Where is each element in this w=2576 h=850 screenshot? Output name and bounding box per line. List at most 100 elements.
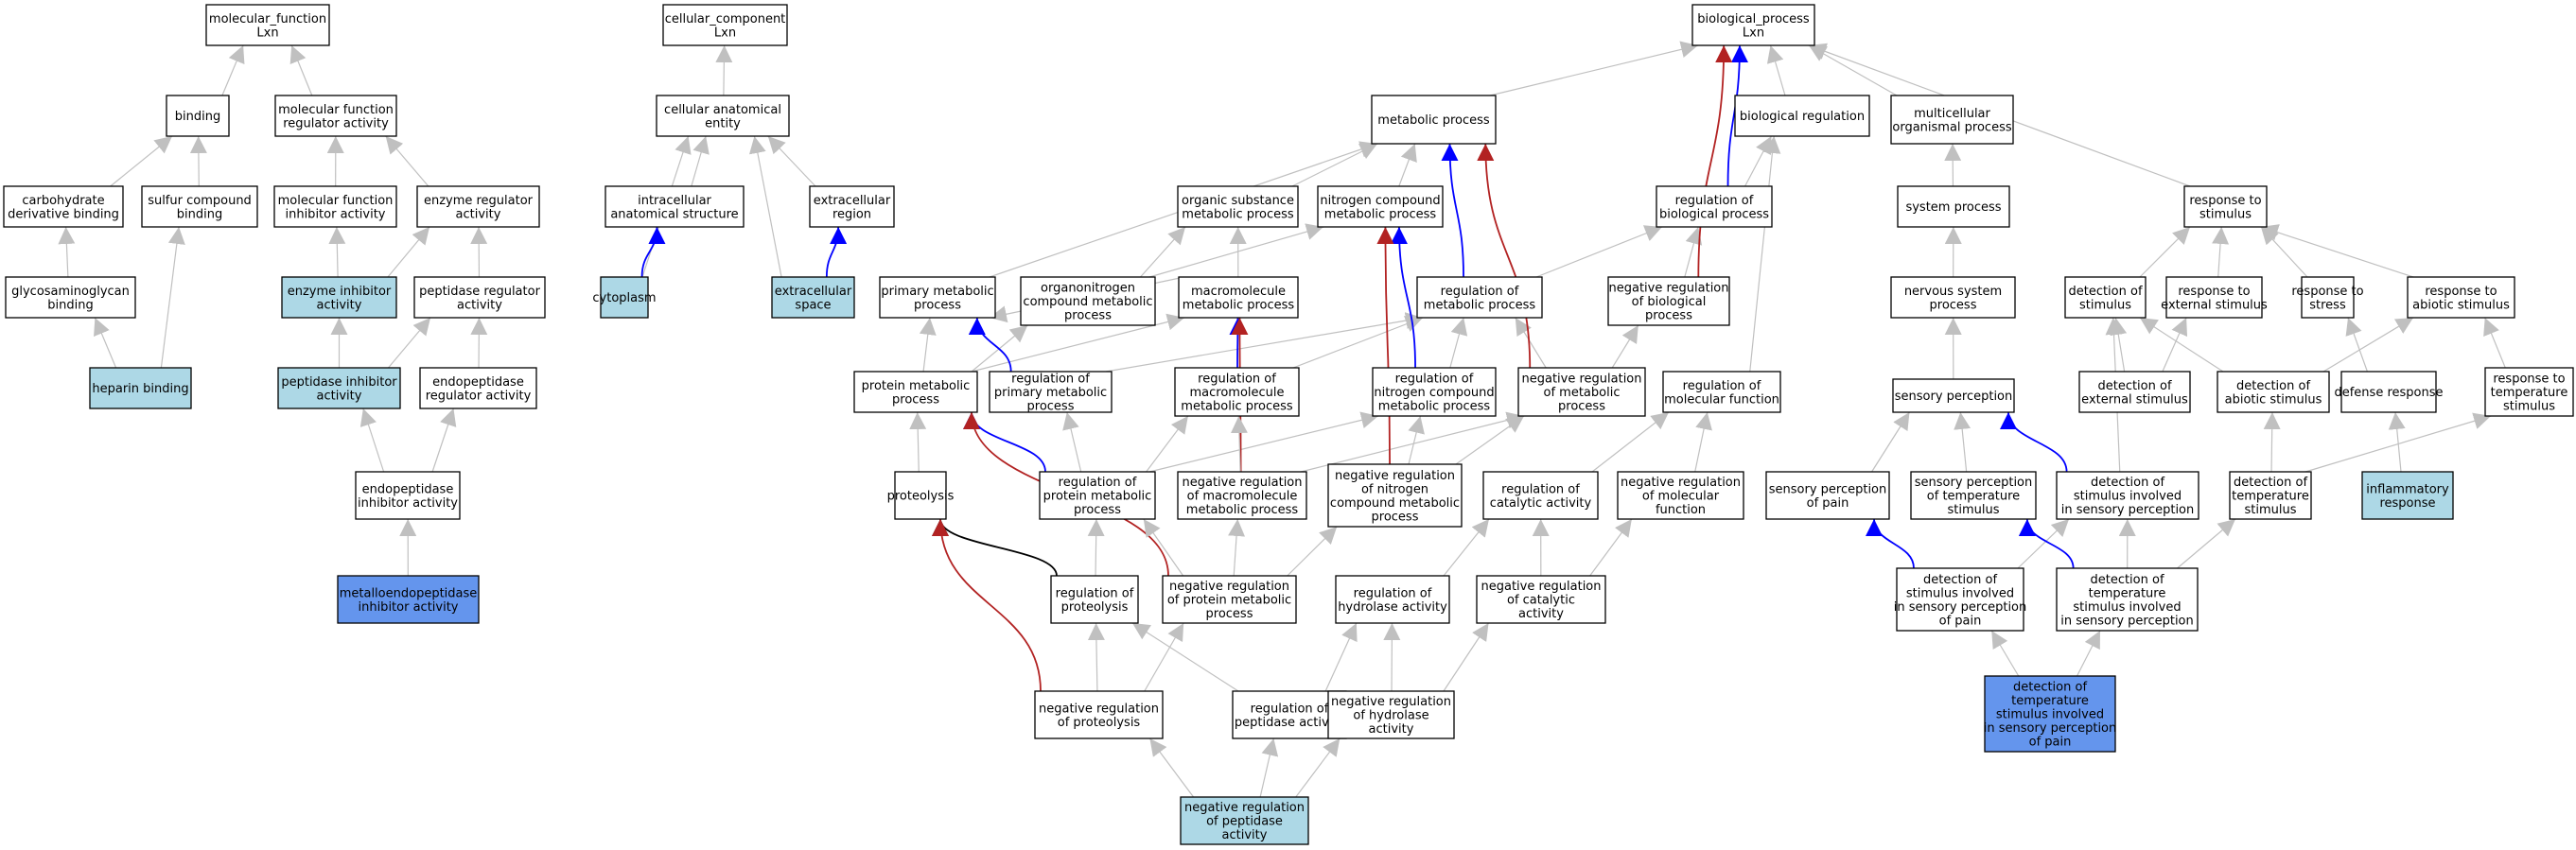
node-label-line: heparin binding	[92, 382, 188, 396]
node-binding[interactable]: binding	[166, 95, 230, 137]
edge-endoinh-to-endoreg	[431, 408, 457, 473]
node-box	[1416, 276, 1543, 319]
edge-mfra-to-mf	[289, 44, 313, 96]
node-label-line: response to	[2189, 194, 2261, 208]
edge-nregpep-to-nreghydro	[1295, 737, 1341, 798]
node-box	[1476, 575, 1606, 624]
node-label-line: process	[1645, 309, 1692, 323]
node-label-line: process	[1074, 503, 1121, 517]
node-box	[1178, 276, 1299, 319]
node-defresp[interactable]: defense response	[2334, 371, 2444, 413]
node-bioreg[interactable]: biological regulation	[1734, 95, 1870, 137]
edge-stemp-to-sensperc	[1954, 411, 1971, 473]
node-sysproc[interactable]: system process	[1897, 185, 2010, 228]
node-box	[89, 367, 192, 409]
node-cyto[interactable]: cytoplasm	[592, 276, 657, 319]
node-box	[1897, 185, 2010, 228]
node-label-line: function	[1656, 503, 1706, 517]
node-box	[656, 95, 790, 137]
node-label-line: regulation of	[1683, 379, 1761, 393]
node-label-line: of hydrolase	[1353, 709, 1428, 723]
node-label-line: of pain	[1807, 496, 1849, 511]
edge-detabio-to-detstim	[2139, 317, 2224, 373]
node-label-line: peptidase regulator	[419, 285, 541, 299]
node-label-line: activity	[456, 207, 501, 221]
node-label-line: of proteolysis	[1058, 716, 1141, 730]
node-metab[interactable]: metabolic process	[1371, 95, 1497, 145]
node-sensperc[interactable]: sensory perception	[1892, 378, 2015, 413]
node-proteo[interactable]: proteolysis	[887, 471, 955, 520]
node-label-line: derivative binding	[8, 207, 119, 221]
node-heparin[interactable]: heparin binding	[89, 367, 192, 409]
node-label-line: stimulus involved	[2073, 600, 2181, 615]
node-label-line: inhibitor activity	[358, 600, 458, 615]
edge-regproteo-to-regprotmp	[1087, 518, 1105, 577]
node-box	[1050, 575, 1139, 624]
